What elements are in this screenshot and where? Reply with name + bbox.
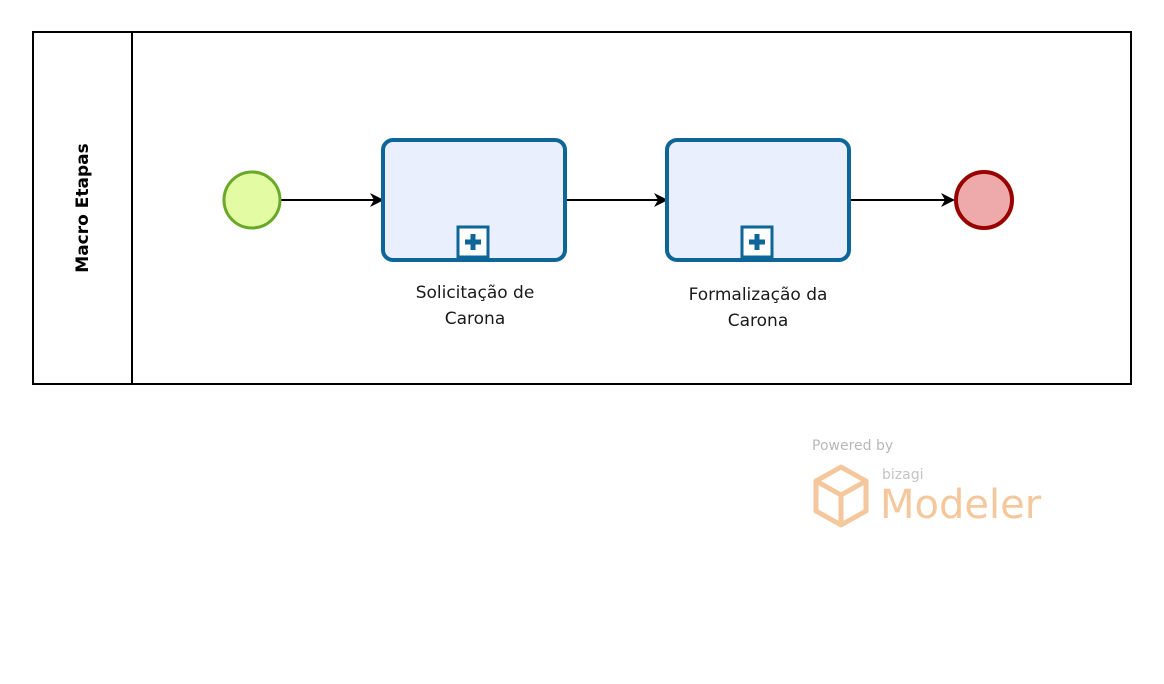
task-label-line: Carona — [727, 311, 789, 331]
bizagi-cube-logo-icon — [813, 464, 869, 528]
task-formalizacao-da-carona[interactable] — [665, 138, 851, 262]
powered-by-text: Powered by — [812, 438, 894, 454]
end-event[interactable] — [954, 170, 1014, 230]
task-box[interactable] — [381, 138, 567, 262]
task-label-line: Solicitação de — [415, 283, 535, 303]
task-solicitacao-de-carona[interactable] — [381, 138, 567, 262]
collapsed-subprocess-plus-icon[interactable] — [456, 225, 490, 259]
pool: Macro Etapas — [32, 31, 1132, 385]
task-label-solicitacao: Solicitação de Carona — [384, 280, 566, 332]
start-event[interactable] — [222, 170, 282, 230]
task-box[interactable] — [665, 138, 851, 262]
task-label-line: Carona — [444, 309, 506, 329]
brand-big-text: Modeler — [880, 482, 1042, 528]
brand-small-text: bizagi — [882, 467, 924, 483]
collapsed-subprocess-plus-icon[interactable] — [740, 225, 774, 259]
task-label-formalizacao: Formalização da Carona — [658, 282, 858, 334]
lane-header: Macro Etapas — [34, 33, 133, 383]
task-label-line: Formalização da — [688, 285, 828, 305]
powered-by-watermark: Powered by bizagi Modeler — [812, 438, 1072, 538]
